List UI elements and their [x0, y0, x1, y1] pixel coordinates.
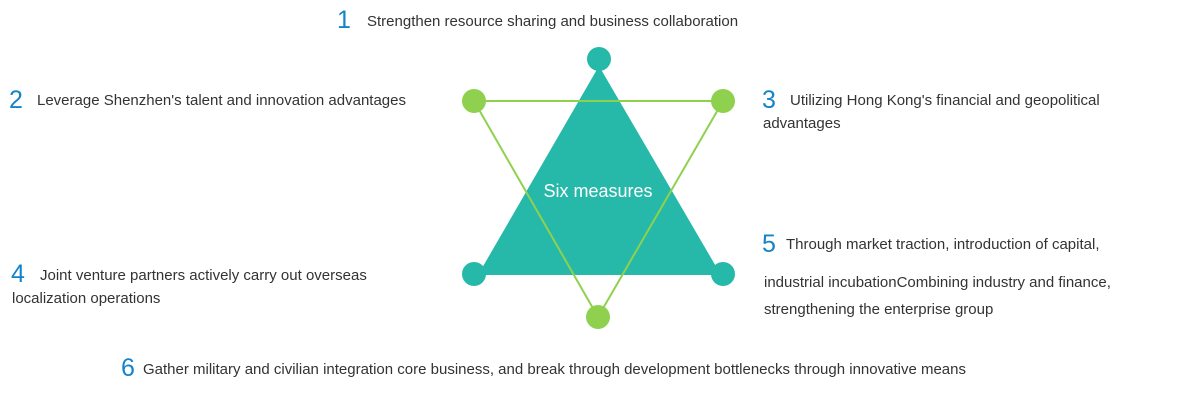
center-label: Six measures [543, 181, 653, 201]
node-top-left [462, 89, 486, 113]
measure-3-text-line-1: Utilizing Hong Kong's financial and geop… [790, 92, 1100, 109]
measure-5-text-line-2: industrial incubationCombining industry … [764, 274, 1111, 291]
measure-4-text-line-1: Joint venture partners actively carry ou… [40, 267, 367, 284]
measure-6-text: Gather military and civilian integration… [143, 361, 966, 378]
measure-1-number: 1 [337, 6, 351, 34]
measure-4-text-line-2: localization operations [12, 290, 161, 307]
measure-3-number: 3 [762, 86, 776, 114]
measure-6-number: 6 [121, 354, 135, 382]
node-bottom [586, 305, 610, 329]
measure-3-text-line-2: advantages [763, 115, 841, 132]
measure-5-text-line-3: strengthening the enterprise group [764, 301, 994, 318]
node-top-right [711, 89, 735, 113]
measure-2-number: 2 [9, 86, 23, 114]
measure-5-number: 5 [762, 230, 776, 258]
node-top [587, 47, 611, 71]
measure-4-number: 4 [11, 260, 25, 288]
inverted-triangle-outline [472, 100, 725, 320]
node-bottom-left [462, 262, 486, 286]
measure-5-text-line-1: Through market traction, introduction of… [786, 236, 1100, 253]
measure-2-text: Leverage Shenzhen's talent and innovatio… [37, 92, 406, 109]
node-bottom-right [711, 262, 735, 286]
measure-1-text: Strengthen resource sharing and business… [367, 13, 739, 30]
upright-triangle [478, 66, 721, 275]
